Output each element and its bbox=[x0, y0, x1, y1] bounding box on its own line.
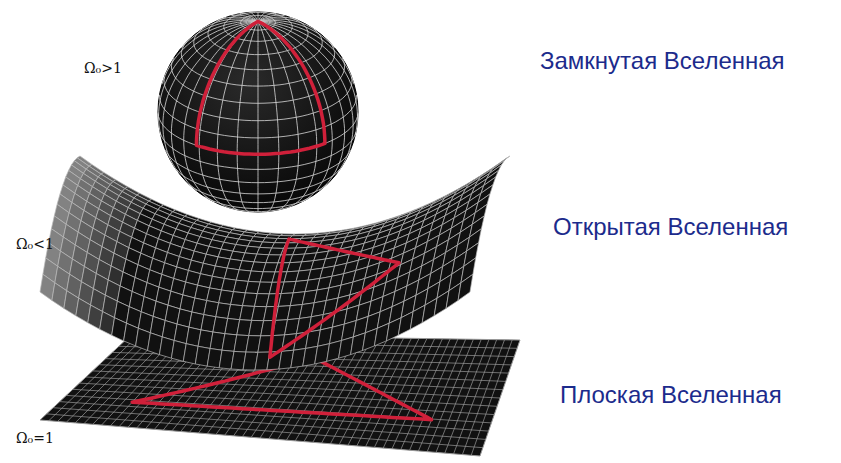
density-parameter: Ω₀=1 bbox=[16, 430, 54, 446]
surface-stroke bbox=[374, 323, 389, 346]
surface-stroke bbox=[237, 21, 258, 211]
surface-stroke bbox=[339, 337, 354, 358]
universe-type: Плоская Вселенная bbox=[560, 381, 782, 409]
sphere-body bbox=[158, 12, 358, 212]
surface-stroke bbox=[217, 21, 258, 209]
density-parameter: Ω₀>1 bbox=[84, 60, 122, 76]
universe-type: Открытая Вселенная bbox=[553, 213, 788, 241]
surface-stroke bbox=[258, 21, 259, 212]
triangle bbox=[270, 239, 399, 357]
surface-stroke bbox=[258, 14, 277, 22]
surface-stroke bbox=[458, 274, 473, 300]
surface-stroke bbox=[171, 21, 258, 191]
surface-stroke bbox=[351, 333, 366, 355]
universe-type: Замкнутая Вселенная bbox=[540, 47, 785, 75]
surface-stroke bbox=[99, 365, 506, 382]
sphere-surface bbox=[158, 12, 358, 212]
surface-stroke bbox=[258, 12, 267, 21]
surface-stroke bbox=[258, 17, 299, 21]
surface-stroke bbox=[258, 21, 317, 207]
surface-stroke bbox=[258, 21, 345, 191]
surface-stroke bbox=[363, 328, 378, 350]
surface-stroke bbox=[258, 21, 279, 211]
density-parameter: Ω₀<1 bbox=[16, 236, 54, 252]
surface-stroke bbox=[258, 20, 335, 48]
triangle bbox=[196, 21, 325, 154]
